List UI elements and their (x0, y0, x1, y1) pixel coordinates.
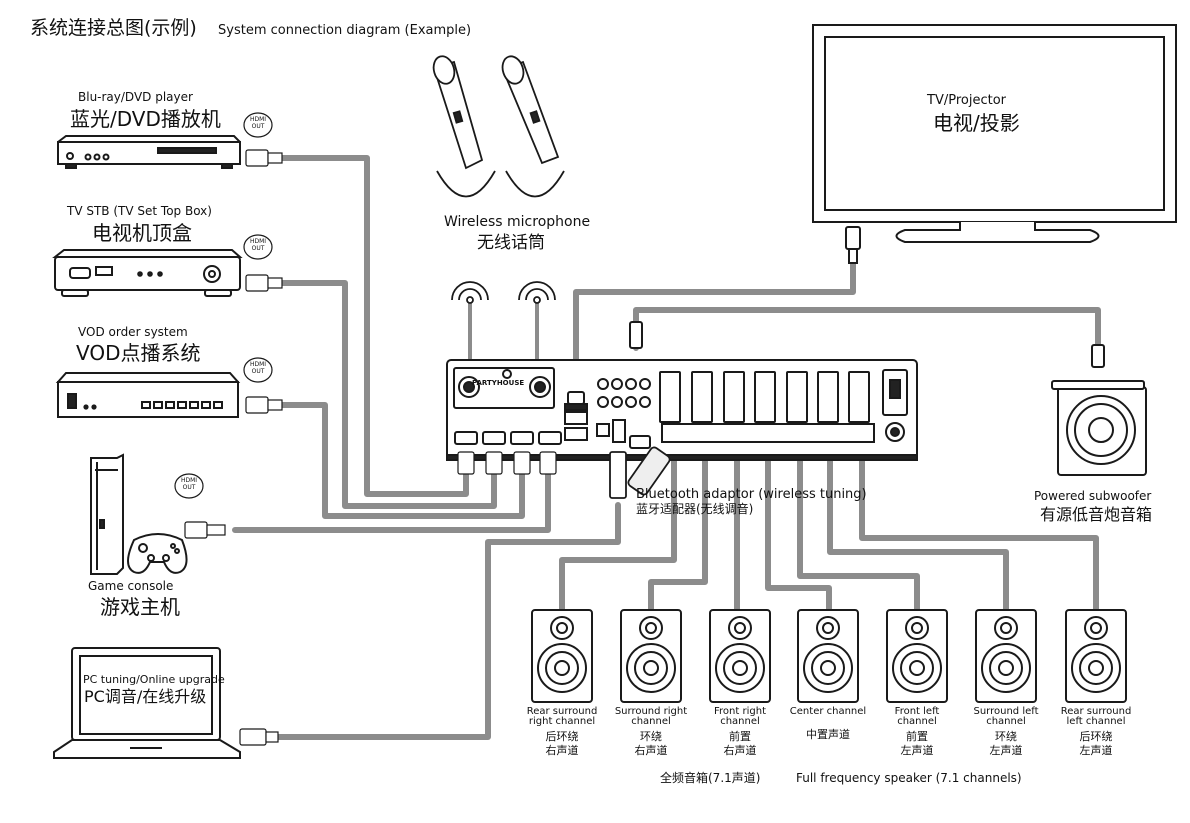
speaker-label-en2: channel (720, 716, 760, 727)
subwoofer-label-zh: 有源低音炮音箱 (1040, 505, 1153, 524)
hdmi-out-badges (174, 112, 273, 499)
speaker-icon (886, 609, 948, 703)
cable-spk-surround-left (827, 447, 1009, 613)
cable-spk-rear-left (859, 447, 1099, 613)
speaker-label-en2: left channel (1066, 716, 1126, 727)
amp-hdmi-plugs (457, 451, 557, 475)
cables (232, 155, 1101, 740)
speaker-label-zh2: 左声道 (900, 744, 934, 757)
speaker-label-en2: channel (986, 716, 1026, 727)
speaker-label-zh2: 左声道 (989, 744, 1023, 757)
speaker-label-en2: channel (631, 716, 671, 727)
speaker-label-zh1: 环绕 (640, 730, 662, 743)
speaker-label-zh1: 环绕 (995, 730, 1017, 743)
diagram-title-en: System connection diagram (Example) (218, 23, 472, 38)
speaker-icon (797, 609, 859, 703)
stb-label-en: TV STB (TV Set Top Box) (67, 204, 212, 218)
speaker-icon (531, 609, 593, 703)
speaker-icon (709, 609, 771, 703)
speaker-label-zh2: 右声道 (723, 744, 757, 757)
speaker-label-en1: Surround left (973, 706, 1039, 717)
vod-label-zh: VOD点播系统 (76, 341, 201, 365)
cable-spk-rear-right (559, 447, 677, 613)
footer-label-en: Full frequency speaker (7.1 channels) (796, 771, 1022, 785)
cable-tv-hdmi (573, 259, 856, 398)
tv-label-zh: 电视/投影 (933, 111, 1020, 135)
antenna-signals (451, 281, 556, 304)
bluetooth-dongle (609, 446, 671, 499)
wireless-microphones (432, 55, 565, 198)
game-console (90, 453, 188, 575)
subwoofer-label-en: Powered subwoofer (1034, 489, 1152, 503)
speaker-label-en1: Center channel (789, 706, 867, 717)
speaker-label-zh1: 前置 (906, 730, 928, 743)
speaker-label-zh2: 右声道 (634, 744, 668, 757)
game-label-en: Game console (88, 579, 174, 593)
speaker-label-zh1: 后环绕 (545, 730, 579, 743)
pc-label-zh: PC调音/在线升级 (84, 687, 207, 706)
laptop (53, 647, 241, 759)
amplifier-rear-panel (446, 359, 918, 461)
stb-label-zh: 电视机顶盒 (92, 221, 192, 245)
speaker-label-zh1: 前置 (729, 730, 751, 743)
pc-label-en: PC tuning/Online upgrade (83, 673, 225, 686)
speaker-label-en1: Rear surround (526, 706, 598, 717)
speaker-label-zh2: 左声道 (1079, 744, 1113, 757)
amp-brand-label: PARTYHOUSE (472, 379, 525, 387)
cable-subwoofer (633, 307, 1101, 351)
cable-spk-front-left (797, 447, 920, 613)
speaker-label-zh1: 中置声道 (806, 728, 850, 741)
speaker-icon (975, 609, 1037, 703)
tv-label-en: TV/Projector (927, 93, 1006, 108)
powered-subwoofer (629, 321, 1147, 476)
bluetooth-label-zh: 蓝牙适配器(无线调音) (636, 502, 754, 516)
bluray-player (57, 135, 241, 169)
source-plugs (184, 149, 283, 746)
speaker-icon (620, 609, 682, 703)
diagram-title-zh: 系统连接总图(示例) (30, 17, 197, 39)
cable-spk-surround-right (648, 447, 708, 613)
cable-game-hdmi (232, 467, 551, 533)
bluray-label-zh: 蓝光/DVD播放机 (70, 107, 221, 131)
cable-vod-hdmi (279, 402, 525, 519)
speaker-label-en2: right channel (528, 716, 596, 727)
bluetooth-label-en: Bluetooth adaptor (wireless tuning) (636, 487, 867, 502)
cable-bluray-hdmi (279, 155, 469, 497)
speaker-icon (1065, 609, 1127, 703)
mic-label-en: Wireless microphone (444, 214, 591, 230)
vod-label-en: VOD order system (78, 325, 188, 339)
speaker-label-en2: channel (897, 716, 937, 727)
game-label-zh: 游戏主机 (100, 595, 180, 619)
speaker-label-en1: Front left (894, 706, 940, 717)
cable-stb-hdmi (279, 280, 497, 509)
speaker-label-en1: Rear surround (1060, 706, 1132, 717)
tv-set-top-box (52, 249, 243, 297)
bluray-label-en: Blu-ray/DVD player (78, 90, 193, 104)
speaker-label-zh2: 右声道 (545, 744, 579, 757)
footer-label-zh: 全频音箱(7.1声道) (660, 771, 761, 785)
mic-label-zh: 无线话筒 (477, 233, 545, 253)
vod-system-box (55, 372, 241, 418)
speaker-label-en1: Surround right (614, 706, 688, 717)
cable-pc-usb (275, 502, 621, 740)
speaker-label-en1: Front right (714, 706, 766, 717)
speaker-label-zh1: 后环绕 (1079, 730, 1113, 743)
tv-projector (812, 24, 1177, 264)
cable-spk-center (765, 447, 832, 613)
